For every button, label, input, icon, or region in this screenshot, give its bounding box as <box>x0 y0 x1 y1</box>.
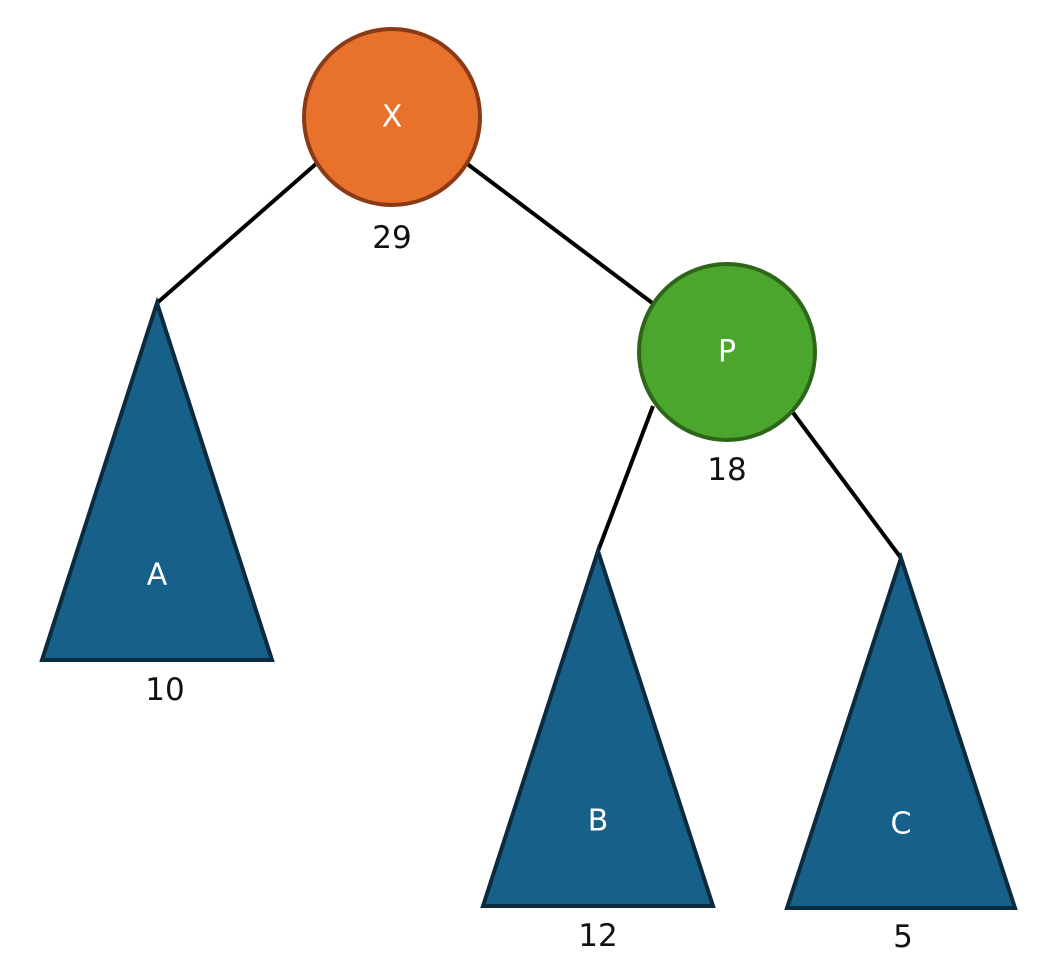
edge-p-to-b <box>596 405 655 552</box>
edge-x-to-p <box>464 161 657 307</box>
subtree-label-c: C <box>891 807 912 842</box>
subtree-label-a: A <box>147 558 168 593</box>
node-label-p: P <box>718 335 736 370</box>
node-circle-p[interactable] <box>637 262 817 442</box>
weight-label-c: 5 <box>893 919 913 955</box>
edge-x-to-a <box>155 161 319 305</box>
node-group <box>302 27 817 442</box>
weight-label-x: 29 <box>372 220 411 256</box>
subtree-group <box>39 296 1018 910</box>
subtree-label-group: A B C <box>147 558 912 842</box>
weight-label-p: 18 <box>707 452 746 488</box>
weight-label-b: 12 <box>578 918 617 954</box>
weight-label-a: 10 <box>145 672 184 708</box>
subtree-triangle-b[interactable] <box>480 544 716 908</box>
subtree-label-b: B <box>588 804 609 839</box>
weight-label-group: 29 18 10 12 5 <box>145 220 913 955</box>
subtree-triangle-a[interactable] <box>39 296 275 662</box>
edge-p-to-c <box>789 408 903 560</box>
node-label-x: X <box>382 100 403 135</box>
subtree-triangle-c[interactable] <box>784 551 1018 910</box>
edge-group <box>155 161 903 560</box>
node-circle-x[interactable] <box>302 27 482 207</box>
node-label-group: X P <box>382 100 736 370</box>
